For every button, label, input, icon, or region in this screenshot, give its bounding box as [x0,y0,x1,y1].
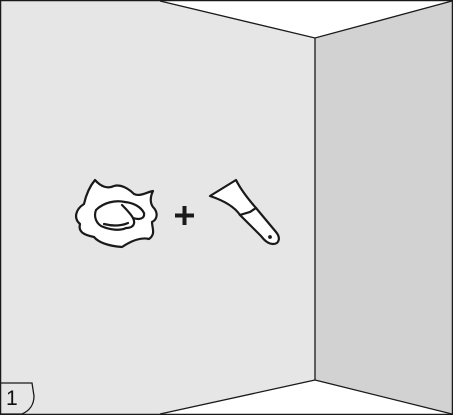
plus-icon [175,206,194,225]
step-tab-outline [1,382,35,415]
putty-knife-icon [208,178,280,246]
step-number: 1 [6,387,18,410]
ceiling [0,0,453,38]
floor [160,380,452,414]
right-wall [315,1,452,414]
cleaning-cloth-hand-icon [74,178,158,249]
left-wall [1,1,315,414]
